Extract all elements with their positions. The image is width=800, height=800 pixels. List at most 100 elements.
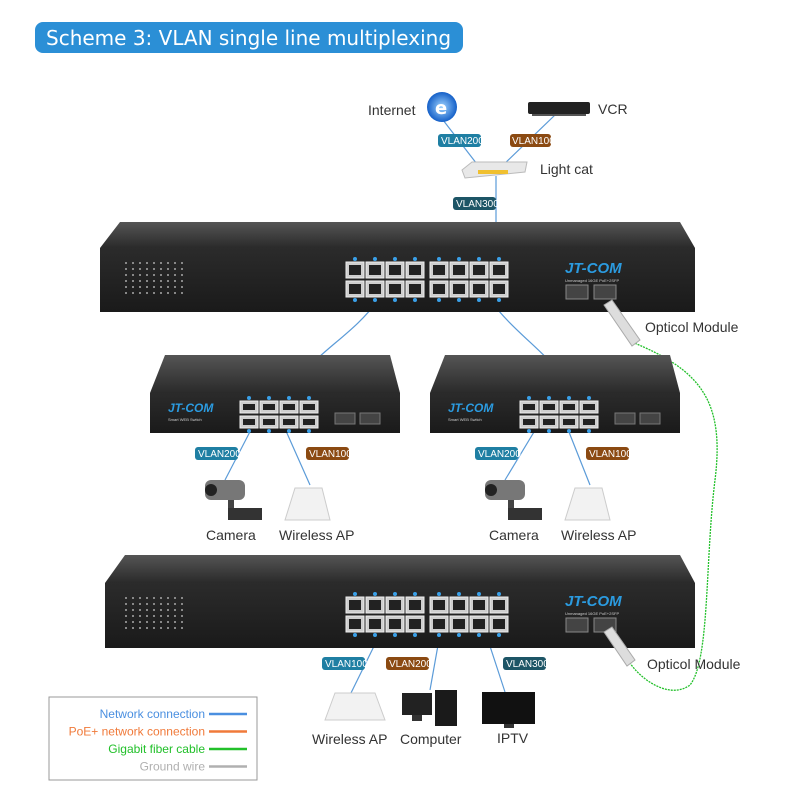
port-led	[287, 429, 291, 433]
port-led	[287, 396, 291, 400]
wireless-ap-label: Wireless AP	[279, 527, 354, 543]
optical-module-bottom: Opticol Module	[603, 626, 741, 672]
model-label: Unmanaged 16GE PoE+2SFP	[565, 611, 619, 616]
port-led	[567, 429, 571, 433]
wireless-ap-label: Wireless AP	[312, 731, 387, 747]
svg-text:VLAN300: VLAN300	[456, 199, 499, 210]
port-led	[527, 396, 531, 400]
port-led	[307, 396, 311, 400]
port-led	[247, 396, 251, 400]
port-led	[497, 633, 501, 637]
port-led	[413, 592, 417, 596]
right-vlan100-tag: VLAN100	[586, 447, 632, 460]
port-led	[437, 257, 441, 261]
port-led	[437, 592, 441, 596]
svg-text:VLAN200: VLAN200	[198, 449, 241, 460]
light-cat-label: Light cat	[540, 161, 593, 177]
port-led	[527, 429, 531, 433]
status-led-panel	[125, 597, 183, 629]
port-led	[307, 429, 311, 433]
svg-text:VLAN100: VLAN100	[512, 136, 555, 147]
port-led	[393, 633, 397, 637]
vlan200-tag-internet: VLAN200	[438, 134, 484, 147]
port-led	[547, 429, 551, 433]
svg-text:VLAN200: VLAN200	[478, 449, 521, 460]
model-label: Smart WEB Switch	[168, 417, 202, 422]
port-led	[353, 633, 357, 637]
title-text: Scheme 3: VLAN single line multiplexing	[46, 26, 451, 50]
model-label: Smart WEB Switch	[448, 417, 482, 422]
left-switch: JT-COM Smart WEB Switch	[150, 355, 400, 433]
legend-label: Ground wire	[140, 760, 206, 774]
camera-icon	[205, 480, 262, 520]
internet-node: Internet e	[368, 92, 457, 122]
port-led	[457, 298, 461, 302]
vcr-icon	[528, 102, 590, 114]
left-vlan100-tag: VLAN100	[306, 447, 352, 460]
right-vlan200-tag: VLAN200	[475, 447, 521, 460]
port-led	[587, 396, 591, 400]
port-led	[587, 429, 591, 433]
port-led	[477, 298, 481, 302]
port-led	[457, 633, 461, 637]
bottom-vlan100-tag: VLAN100	[322, 657, 368, 670]
main-switch-ports	[345, 257, 509, 302]
svg-text:VLAN200: VLAN200	[389, 659, 432, 670]
wireless-ap-label: Wireless AP	[561, 527, 636, 543]
port-led	[477, 592, 481, 596]
optical-module-top: Opticol Module	[603, 299, 739, 347]
right-switch: JT-COM Smart WEB Switch	[430, 355, 680, 433]
port-led	[497, 257, 501, 261]
wireless-ap-icon	[284, 487, 331, 521]
port-led	[437, 298, 441, 302]
port-led	[393, 592, 397, 596]
title-banner: Scheme 3: VLAN single line multiplexing	[35, 22, 463, 53]
port-led	[373, 257, 377, 261]
light-cat-node: Light cat	[461, 161, 593, 179]
port-led	[477, 257, 481, 261]
brand-logo: JT-COM	[168, 401, 214, 415]
port-led	[413, 298, 417, 302]
vlan300-tag-uplink: VLAN300	[453, 197, 499, 210]
port-led	[477, 633, 481, 637]
port-led	[353, 298, 357, 302]
svg-text:VLAN200: VLAN200	[441, 136, 484, 147]
port-led	[353, 257, 357, 261]
svg-text:e: e	[435, 98, 447, 119]
bottom-vlan200-tag: VLAN200	[386, 657, 432, 670]
internet-label: Internet	[368, 102, 416, 118]
wireless-ap-icon	[564, 487, 611, 521]
port-led	[547, 396, 551, 400]
computer-icon	[402, 690, 457, 726]
port-led	[393, 257, 397, 261]
legend-label: Network connection	[100, 707, 205, 721]
svg-text:VLAN300: VLAN300	[506, 659, 549, 670]
model-label: Unmanaged 16GE PoE+2SFP	[565, 278, 619, 283]
port-led	[373, 298, 377, 302]
brand-logo: JT-COM	[565, 593, 622, 610]
optical-module-label: Opticol Module	[645, 319, 739, 335]
bottom-vlan300-tag: VLAN300	[503, 657, 549, 670]
port-led	[413, 257, 417, 261]
iptv-label: IPTV	[497, 730, 529, 746]
svg-text:VLAN100: VLAN100	[325, 659, 368, 670]
port-led	[567, 396, 571, 400]
svg-text:VLAN100: VLAN100	[589, 449, 632, 460]
legend-label: Gigabit fiber cable	[108, 742, 205, 756]
globe-icon	[427, 92, 457, 122]
port-led	[457, 592, 461, 596]
tv-icon	[482, 692, 535, 728]
port-led	[413, 633, 417, 637]
sfp-port-1	[565, 284, 589, 300]
port-led	[373, 592, 377, 596]
camera-icon	[485, 480, 542, 520]
camera-label: Camera	[489, 527, 539, 543]
computer-label: Computer	[400, 731, 462, 747]
vcr-label: VCR	[598, 101, 628, 117]
port-led	[457, 257, 461, 261]
optical-module-label: Opticol Module	[647, 656, 741, 672]
legend-label: PoE+ network connection	[69, 725, 205, 739]
vlan100-tag-vcr: VLAN100	[510, 134, 555, 147]
